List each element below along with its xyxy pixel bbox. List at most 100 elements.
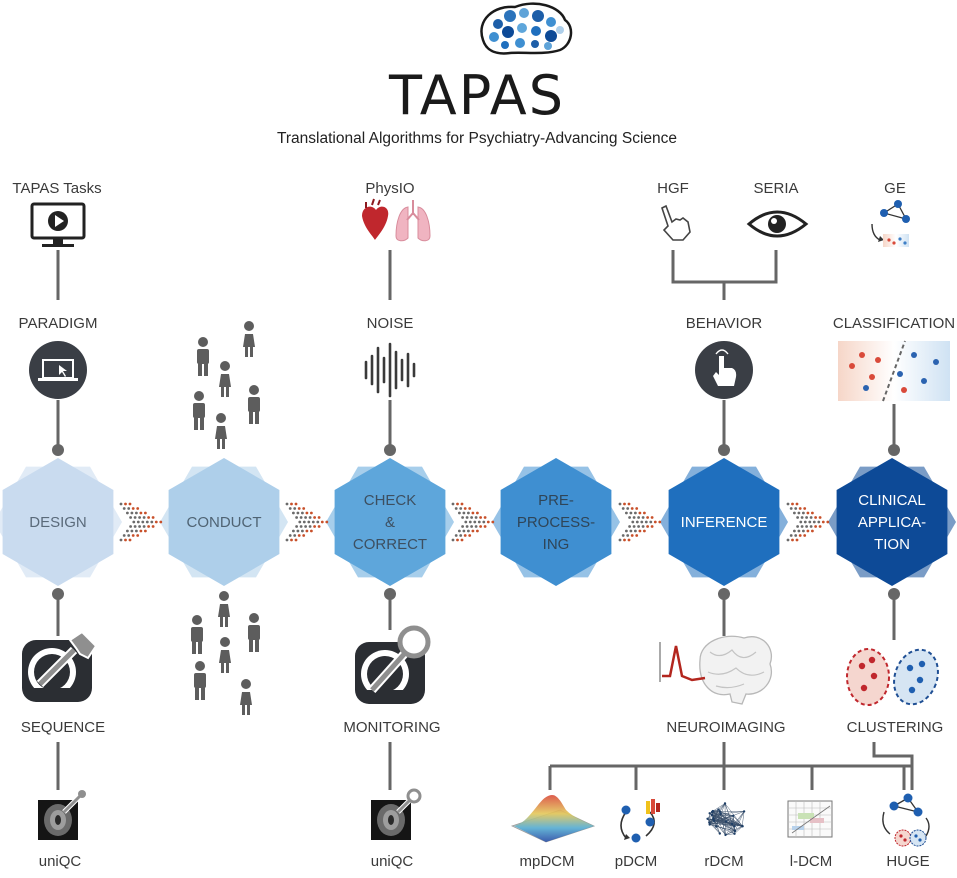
tool-label-tapas-tasks: TAPAS Tasks (12, 180, 101, 197)
arrow-dot (290, 539, 293, 542)
arrow-dot (642, 516, 645, 519)
arrow-dot (649, 521, 652, 524)
arrow-dot (479, 516, 482, 519)
woman-icon (240, 679, 252, 715)
arrow-dot (131, 512, 134, 515)
arrow-dot (129, 539, 132, 542)
people-group-top-icon (193, 321, 260, 449)
arrow-dot (633, 525, 636, 528)
arrow-dot (625, 530, 628, 533)
arrow-dot (801, 516, 804, 519)
scanner-magnifier-icon (355, 628, 428, 704)
arrow-dot (464, 521, 467, 524)
arrow-dot (150, 521, 153, 524)
network-node (731, 823, 733, 825)
man-icon (197, 337, 209, 376)
tool-label-pdcm: pDCM (615, 853, 658, 870)
arrow-dot (463, 530, 466, 533)
arrow-dot (475, 525, 478, 528)
arrow-dot (302, 507, 305, 510)
arrow-dot (804, 521, 807, 524)
man-icon (191, 615, 203, 654)
arrow-dot (466, 525, 469, 528)
arrow-dot (642, 525, 645, 528)
man-icon (248, 613, 260, 652)
arrow-dot (484, 525, 487, 528)
uniqc-mid-thumbnail-icon (371, 790, 420, 840)
arrow-dot (619, 539, 622, 542)
page-title: TAPAS (388, 64, 565, 127)
arrow-dot (301, 512, 304, 515)
arrow-dot (456, 539, 459, 542)
arrow-dot (127, 507, 130, 510)
arrow-dot (141, 521, 144, 524)
arrow-dot (635, 534, 638, 537)
arrow-dot (631, 534, 634, 537)
network-node (725, 820, 727, 822)
arrow-dot (810, 525, 813, 528)
mpdcm-surface-icon (512, 795, 594, 842)
arrow-dot (622, 534, 625, 537)
man-icon (248, 385, 260, 424)
tool-label-ldcm: l-DCM (790, 853, 833, 870)
arrow-dot (461, 516, 464, 519)
stage-2: CONDUCT (160, 458, 288, 586)
soundwave-icon (366, 344, 414, 396)
arrow-dot (811, 530, 814, 533)
arrow-dot (293, 507, 296, 510)
network-node (724, 834, 726, 836)
arrow-dot (475, 516, 478, 519)
arrow-dot (793, 512, 796, 515)
arrow-dot (286, 503, 289, 506)
arrow-dot (297, 512, 300, 515)
arrow-dot (484, 516, 487, 519)
chevron-arrow-icon (452, 503, 495, 542)
arrow-dot (637, 516, 640, 519)
arrow-dot (466, 516, 469, 519)
arrow-dot (136, 534, 139, 537)
arrow-dot (459, 534, 462, 537)
arrow-dot (633, 516, 636, 519)
arrow-dot (468, 507, 471, 510)
arrow-dot (643, 512, 646, 515)
network-node (733, 825, 735, 827)
network-edge (725, 804, 726, 835)
arrow-dot (289, 534, 292, 537)
arrow-dot (817, 521, 820, 524)
arrow-dot (794, 534, 797, 537)
chevron-arrow-icon (619, 503, 662, 542)
network-node (709, 812, 711, 814)
arrow-dot (819, 516, 822, 519)
arrow-dot (654, 521, 657, 524)
arrow-dot (798, 512, 801, 515)
arrow-dot (802, 512, 805, 515)
arrow-dot (651, 516, 654, 519)
chevron-arrow-icon (787, 503, 830, 542)
arrow-dot (310, 530, 313, 533)
network-node (741, 825, 743, 827)
arrow-dot (132, 521, 135, 524)
tapas-logo-brain-icon (481, 4, 571, 54)
tool-label-uniqc-mid: uniQC (371, 853, 414, 870)
arrow-dot (290, 503, 293, 506)
arrow-dot (461, 525, 464, 528)
arrow-dot (458, 512, 461, 515)
network-node (719, 811, 721, 813)
arrow-dot (658, 521, 661, 524)
network-node (712, 810, 714, 812)
tool-label-mpdcm: mpDCM (520, 853, 575, 870)
arrow-dot (796, 539, 799, 542)
stage-1: DESIGN (0, 458, 122, 586)
arrow-dot (124, 503, 127, 506)
tool-label-ge: GE (884, 180, 906, 197)
arrow-dot (628, 525, 631, 528)
arrow-dot (301, 530, 304, 533)
man-icon (193, 391, 205, 430)
arrow-dot (622, 507, 625, 510)
arrow-dot (303, 521, 306, 524)
arrow-dot (646, 525, 649, 528)
arrow-dot (640, 521, 643, 524)
network-node (712, 818, 714, 820)
rdcm-connectome-icon (706, 802, 745, 836)
arrow-dot (793, 530, 796, 533)
